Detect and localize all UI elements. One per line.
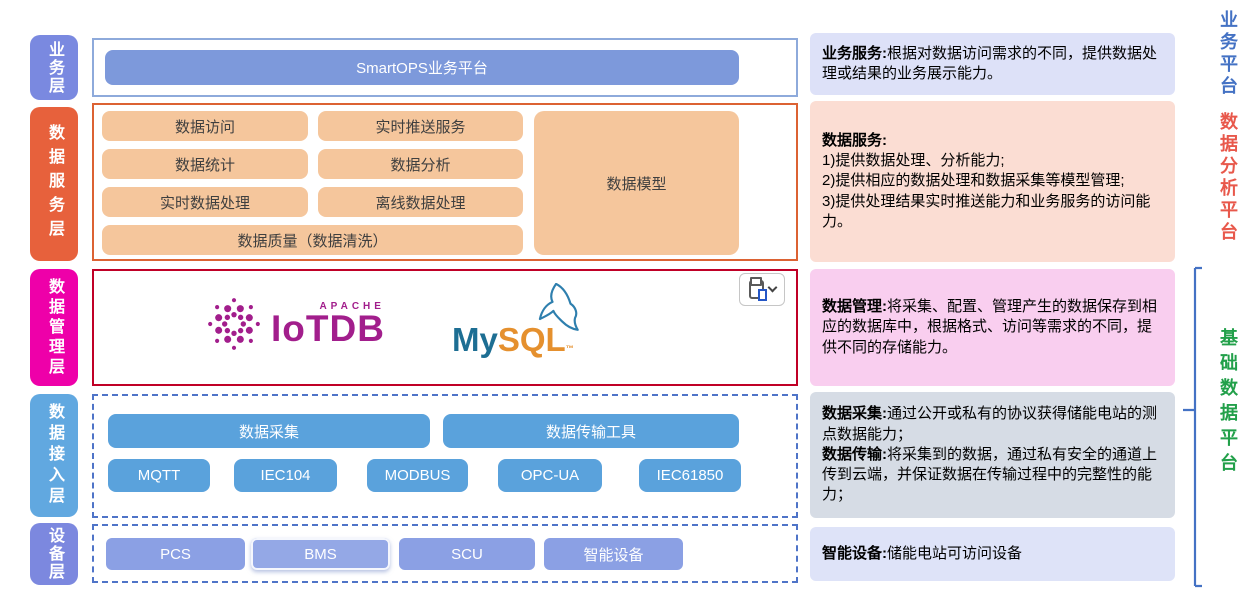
service-box-realtime-push: 实时推送服务: [318, 111, 523, 141]
device-box-bms-selected[interactable]: BMS: [251, 538, 390, 570]
description-body: 储能电站可访问设备: [887, 544, 1023, 562]
service-box-data-quality: 数据质量（数据清洗）: [102, 225, 523, 255]
layer-pill-business: 业务层: [30, 35, 78, 100]
mysql-dolphin-icon: [538, 283, 579, 331]
layer-pill-data-management: 数据管理层: [30, 269, 78, 386]
smartops-platform-bar: SmartOPS业务平台: [105, 50, 739, 85]
data-management-layer-container: [92, 269, 798, 386]
description-data-service: 数据服务: 1)提供数据处理、分析能力; 2)提供相应的数据处理和数据采集等模型…: [810, 101, 1175, 262]
iotdb-logo: APACHE IoTDB: [205, 295, 385, 353]
description-business-service: 业务服务:根据对数据访问需求的不同，提供数据处理或结果的业务展示能力。: [810, 33, 1175, 95]
mysql-my-label: My: [452, 321, 498, 358]
basic-data-platform-bracket: [1183, 266, 1202, 588]
device-box-smart-device: 智能设备: [544, 538, 683, 570]
chevron-down-icon: [767, 282, 777, 293]
description-body: 1)提供数据处理、分析能力; 2)提供相应的数据处理和数据采集等模型管理; 3)…: [822, 152, 1151, 230]
paste-options-button[interactable]: [739, 273, 785, 306]
service-box-data-analysis: 数据分析: [318, 149, 523, 179]
service-box-offline-processing: 离线数据处理: [318, 187, 523, 217]
protocol-box-mqtt: MQTT: [108, 459, 210, 492]
access-box-data-transfer-tool: 数据传输工具: [443, 414, 739, 448]
iotdb-wordmark: APACHE IoTDB: [271, 301, 385, 347]
mysql-logo: MySQL™: [452, 283, 612, 373]
layer-pill-data-access: 数据接入层: [30, 394, 78, 517]
iotdb-name-label: IoTDB: [271, 308, 385, 349]
service-box-data-access: 数据访问: [102, 111, 308, 141]
description-data-collection-transfer: 数据采集:通过公开或私有的协议获得储能电站的测点数据能力； 数据传输:将采集到的…: [810, 392, 1175, 518]
mysql-sql-label: SQL: [497, 321, 566, 358]
access-box-data-collection: 数据采集: [108, 414, 430, 448]
description-title: 数据服务:: [822, 131, 887, 149]
mysql-wordmark: MySQL™: [452, 323, 574, 356]
description-body: 将采集、配置、管理产生的数据保存到相应的数据库中，根据格式、访问等需求的不同，提…: [822, 298, 1158, 356]
description-title: 智能设备:: [822, 544, 887, 562]
protocol-box-iec61850: IEC61850: [639, 459, 741, 492]
protocol-box-modbus: MODBUS: [367, 459, 468, 492]
data-access-layer-container: [92, 394, 798, 518]
description-title: 业务服务:: [822, 44, 887, 62]
clipboard-doc-icon: [757, 289, 767, 301]
platform-label-basic-data: 基础数据平台: [1218, 328, 1238, 478]
layer-pill-data-service: 数据服务层: [30, 107, 78, 261]
iotdb-apache-label: APACHE: [319, 301, 385, 312]
clipboard-icon: [748, 280, 767, 301]
description-title-2: 数据传输:: [822, 445, 887, 463]
protocol-box-opcua: OPC-UA: [498, 459, 602, 492]
description-body: 根据对数据访问需求的不同，提供数据处理或结果的业务展示能力。: [822, 44, 1158, 82]
platform-label-business: 业务平台: [1218, 10, 1238, 98]
description-body: 通过公开或私有的协议获得储能电站的测点数据能力；: [822, 405, 1158, 443]
service-box-realtime-processing: 实时数据处理: [102, 187, 308, 217]
description-body-2: 将采集到的数据，通过私有安全的通道上传到云端，并保证数据在传输过程中的完整性的能…: [822, 445, 1158, 504]
service-box-data-model: 数据模型: [534, 111, 739, 255]
layer-pill-device: 设备层: [30, 523, 78, 585]
iotdb-burst-icon: [208, 298, 260, 350]
device-box-pcs: PCS: [106, 538, 245, 570]
protocol-box-iec104: IEC104: [234, 459, 337, 492]
device-box-scu: SCU: [399, 538, 535, 570]
description-data-management: 数据管理:将采集、配置、管理产生的数据保存到相应的数据库中，根据格式、访问等需求…: [810, 269, 1175, 386]
description-smart-device: 智能设备:储能电站可访问设备: [810, 527, 1175, 581]
service-box-data-statistics: 数据统计: [102, 149, 308, 179]
description-title: 数据管理:: [822, 298, 887, 316]
platform-label-data-analysis: 数据分析平台: [1218, 112, 1238, 244]
mysql-tm-label: ™: [565, 344, 574, 353]
description-title: 数据采集:: [822, 405, 887, 423]
